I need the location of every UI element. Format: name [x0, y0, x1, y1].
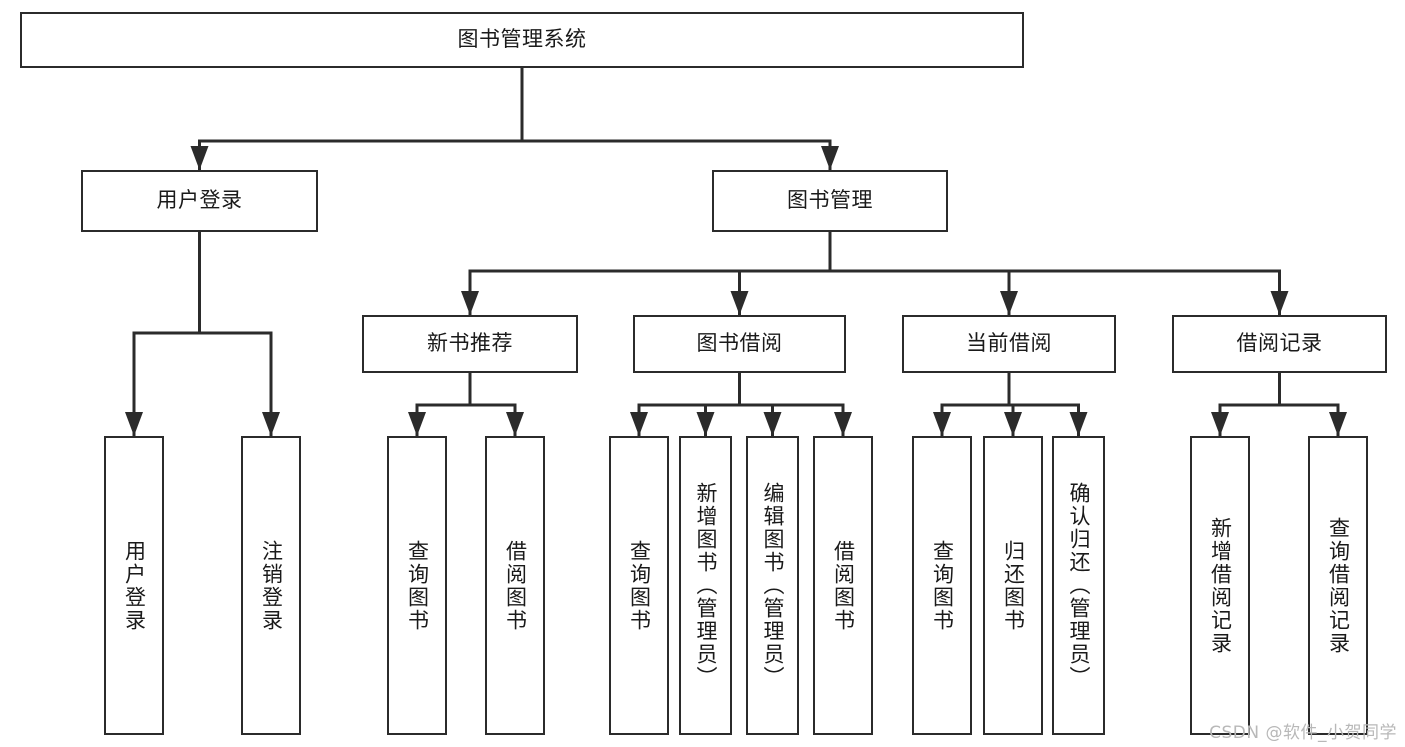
node-box-leaf-4[interactable]: 借阅图书	[485, 436, 545, 735]
node-label-login: 用户登录	[156, 188, 243, 213]
arrowhead-leaf-2	[262, 412, 280, 436]
node-box-bookmgmt[interactable]: 图书管理	[712, 170, 948, 232]
arrowhead-records	[1270, 291, 1289, 315]
arrowhead-login	[190, 146, 209, 170]
node-box-leaf-8[interactable]: 借阅图书	[813, 436, 873, 735]
arrowhead-leaf-5	[630, 412, 648, 436]
node-box-leaf-6[interactable]: 新增图书（管理员）	[679, 436, 732, 735]
node-box-leaf-13[interactable]: 查询借阅记录	[1308, 436, 1368, 735]
node-box-leaf-3[interactable]: 查询图书	[387, 436, 447, 735]
arrowhead-current	[1000, 291, 1018, 315]
node-box-leaf-5[interactable]: 查询图书	[609, 436, 669, 735]
node-box-leaf-1[interactable]: 用户登录	[104, 436, 164, 735]
node-label-leaf-13: 查询借阅记录	[1326, 516, 1351, 655]
node-box-newbook[interactable]: 新书推荐	[362, 315, 578, 373]
arrowhead-bookmgmt	[821, 146, 839, 170]
node-box-leaf-9[interactable]: 查询图书	[912, 436, 972, 735]
arrowhead-leaf-12	[1211, 412, 1229, 436]
node-label-current: 当前借阅	[966, 331, 1052, 356]
node-box-records[interactable]: 借阅记录	[1172, 315, 1387, 373]
node-box-leaf-11[interactable]: 确认归还（管理员）	[1052, 436, 1105, 735]
node-box-borrow[interactable]: 图书借阅	[633, 315, 846, 373]
arrowhead-borrow	[730, 291, 749, 315]
node-label-leaf-4: 借阅图书	[503, 539, 528, 632]
node-label-leaf-11: 确认归还（管理员）	[1067, 482, 1092, 689]
node-box-leaf-7[interactable]: 编辑图书（管理员）	[746, 436, 799, 735]
arrowhead-leaf-3	[408, 412, 426, 436]
node-label-leaf-7: 编辑图书（管理员）	[761, 482, 786, 689]
arrowhead-leaf-13	[1329, 412, 1347, 436]
node-label-leaf-2: 注销登录	[259, 539, 284, 632]
node-box-current[interactable]: 当前借阅	[902, 315, 1116, 373]
node-label-newbook: 新书推荐	[427, 331, 513, 356]
arrowhead-leaf-8	[834, 412, 852, 436]
node-label-records: 借阅记录	[1236, 331, 1323, 356]
node-box-leaf-2[interactable]: 注销登录	[241, 436, 301, 735]
arrowhead-leaf-4	[506, 412, 524, 436]
arrowhead-leaf-11	[1069, 412, 1088, 436]
arrowhead-leaf-9	[933, 412, 951, 436]
node-box-leaf-12[interactable]: 新增借阅记录	[1190, 436, 1250, 735]
arrowhead-leaf-6	[696, 412, 715, 436]
node-label-leaf-12: 新增借阅记录	[1208, 516, 1233, 655]
node-label-leaf-3: 查询图书	[405, 539, 430, 632]
node-label-leaf-9: 查询图书	[930, 539, 955, 632]
node-label-leaf-8: 借阅图书	[831, 539, 856, 632]
node-label-bookmgmt: 图书管理	[787, 188, 873, 213]
arrowhead-newbook	[461, 291, 479, 315]
node-label-leaf-1: 用户登录	[122, 539, 147, 632]
node-label-leaf-5: 查询图书	[627, 539, 652, 632]
node-label-leaf-10: 归还图书	[1001, 539, 1026, 632]
arrowhead-leaf-7	[763, 412, 782, 436]
arrowhead-leaf-1	[125, 412, 143, 436]
node-label-leaf-6: 新增图书（管理员）	[694, 482, 719, 689]
node-box-login[interactable]: 用户登录	[81, 170, 318, 232]
node-label-borrow: 图书借阅	[696, 331, 783, 356]
arrowhead-leaf-10	[1004, 412, 1022, 436]
watermark-label: CSDN @软件_小贺同学	[1209, 723, 1397, 743]
node-label-root: 图书管理系统	[457, 27, 587, 52]
node-box-leaf-10[interactable]: 归还图书	[983, 436, 1043, 735]
node-box-root[interactable]: 图书管理系统	[20, 12, 1024, 68]
